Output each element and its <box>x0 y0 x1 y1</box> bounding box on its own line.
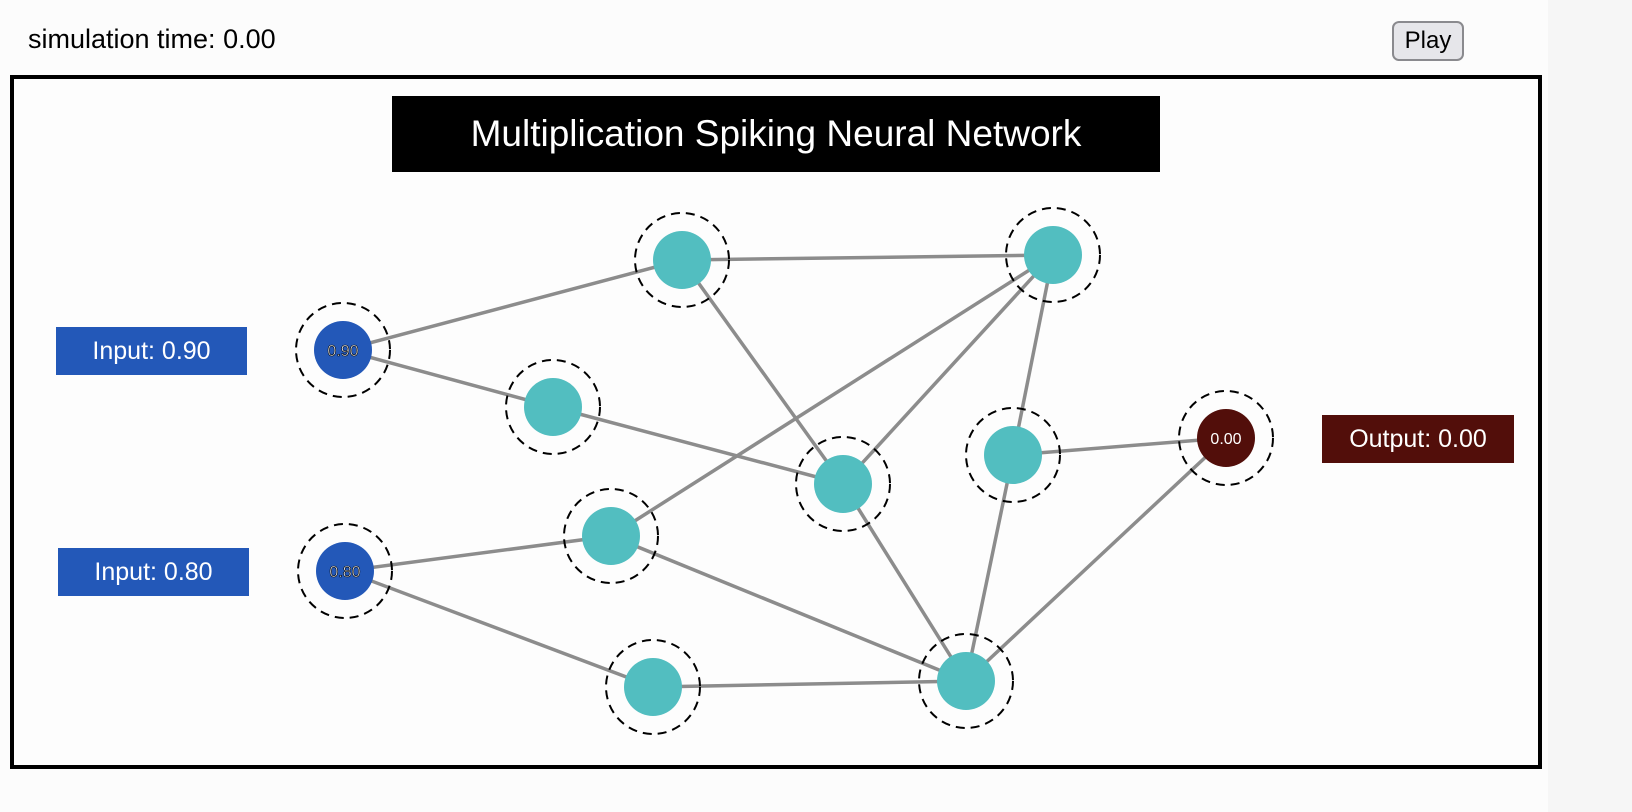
edges-layer <box>342 253 1228 689</box>
node-h3[interactable] <box>505 359 601 455</box>
edge-h4-h8 <box>610 534 967 683</box>
neuron-circle[interactable] <box>582 507 640 565</box>
scrollbar-area <box>1548 0 1632 812</box>
input-label-2: Input: 0.80 <box>58 548 249 596</box>
neuron-circle[interactable] <box>653 231 711 289</box>
node-in1[interactable]: 0.90 <box>295 302 391 398</box>
neuron-circle[interactable] <box>624 658 682 716</box>
node-out[interactable]: 0.00 <box>1178 390 1274 486</box>
edge-h2-h7 <box>1011 254 1055 456</box>
edge-h8-out <box>964 436 1228 683</box>
neuron-value: 0.80 <box>329 564 360 581</box>
input-label-1: Input: 0.90 <box>56 327 247 375</box>
node-threshold-ring <box>795 436 891 532</box>
node-threshold-ring <box>1178 390 1274 486</box>
edge-h4-h2 <box>610 253 1054 538</box>
node-in2[interactable]: 0.80 <box>297 523 393 619</box>
neuron-value: 0.00 <box>1210 431 1241 448</box>
edge-h3-h6 <box>552 405 844 486</box>
top-bar: simulation time: 0.00 Play <box>0 0 1632 76</box>
node-threshold-ring <box>965 407 1061 503</box>
node-threshold-ring <box>505 359 601 455</box>
nodes-layer: 0.90 0.80 0.00 <box>295 207 1274 735</box>
edge-h6-h8 <box>841 483 968 682</box>
edge-h7-out <box>1012 436 1227 457</box>
edge-in2-h5 <box>344 569 654 689</box>
play-button[interactable]: Play <box>1392 21 1464 61</box>
neuron-circle[interactable] <box>814 455 872 513</box>
neuron-circle[interactable] <box>937 652 995 710</box>
simulation-time-label: simulation time: 0.00 <box>28 24 276 54</box>
neuron-circle[interactable] <box>984 426 1042 484</box>
edge-h1-h6 <box>680 258 845 486</box>
node-h2[interactable] <box>1005 207 1101 303</box>
neuron-circle[interactable] <box>316 542 374 600</box>
network-canvas <box>10 75 1542 769</box>
node-h7[interactable] <box>965 407 1061 503</box>
network-title: Multiplication Spiking Neural Network <box>392 96 1160 172</box>
node-threshold-ring <box>563 488 659 584</box>
node-h8[interactable] <box>918 633 1014 729</box>
edge-in1-h3 <box>342 348 554 409</box>
node-h4[interactable] <box>563 488 659 584</box>
edge-h7-h8 <box>964 454 1015 682</box>
neuron-circle[interactable] <box>314 321 372 379</box>
neuron-value: 0.90 <box>327 343 358 360</box>
neuron-circle[interactable] <box>524 378 582 436</box>
node-threshold-ring <box>918 633 1014 729</box>
neuron-circle[interactable] <box>1024 226 1082 284</box>
node-h6[interactable] <box>795 436 891 532</box>
edge-h1-h2 <box>681 253 1054 262</box>
edge-in1-h1 <box>342 258 683 352</box>
edge-h2-h6 <box>841 253 1055 486</box>
node-threshold-ring <box>1005 207 1101 303</box>
output-label: Output: 0.00 <box>1322 415 1514 463</box>
node-h5[interactable] <box>605 639 701 735</box>
node-threshold-ring <box>295 302 391 398</box>
node-threshold-ring <box>634 212 730 308</box>
node-threshold-ring <box>605 639 701 735</box>
node-h1[interactable] <box>634 212 730 308</box>
edge-h5-h8 <box>652 679 967 689</box>
edge-in2-h4 <box>344 534 612 573</box>
neuron-circle[interactable] <box>1197 409 1255 467</box>
node-threshold-ring <box>297 523 393 619</box>
